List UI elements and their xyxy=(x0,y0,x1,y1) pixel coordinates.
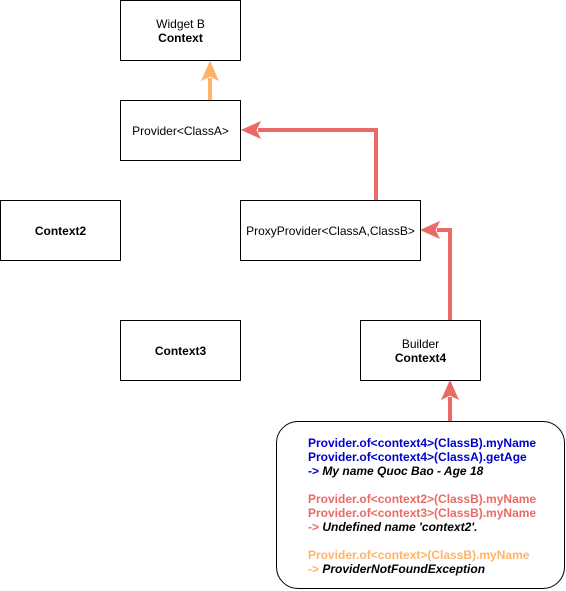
note-group-3-result: ProviderNotFoundException xyxy=(322,562,486,576)
node-provider: Provider<ClassA> xyxy=(120,100,241,161)
node-builder: Builder Context4 xyxy=(360,320,481,381)
note-group-1-result: My name Quoc Bao - Age 18 xyxy=(322,464,484,478)
context3-label: Context3 xyxy=(154,343,207,358)
note-group-2-line-1: Provider.of<context2>(ClassB).myName xyxy=(308,492,537,506)
note-group-3-arrow: -> xyxy=(308,562,320,576)
note-group-2-line-2: Provider.of<context3>(ClassB).myName xyxy=(308,506,537,520)
note-group-2-result: Undefined name 'context2'. xyxy=(322,520,478,534)
note-group-3: Provider.of<context>(ClassB).myName -> P… xyxy=(308,548,529,576)
arrowhead-proxy-provider xyxy=(419,220,441,240)
connector-builder-to-proxy xyxy=(437,228,452,320)
provider-label: Provider<ClassA> xyxy=(132,123,229,138)
arrowhead-widget-b xyxy=(200,60,220,82)
note-group-1: Provider.of<context4>(ClassB).myName Pro… xyxy=(308,436,536,478)
builder-title: Builder xyxy=(401,336,440,351)
note-group-2-arrow: -> xyxy=(308,520,320,534)
widget-b-context: Context xyxy=(158,30,203,45)
note-group-1-line-2: Provider.of<context4>(ClassA).getAge xyxy=(308,450,527,464)
arrowhead-builder xyxy=(440,379,460,401)
note-group-3-line-1: Provider.of<context>(ClassB).myName xyxy=(308,548,530,562)
note-box: Provider.of<context4>(ClassB).myName Pro… xyxy=(276,421,565,589)
node-context2: Context2 xyxy=(0,200,121,261)
node-context3: Context3 xyxy=(120,320,241,381)
note-group-2: Provider.of<context2>(ClassB).myName Pro… xyxy=(308,492,536,534)
proxy-provider-label: ProxyProvider<ClassA,ClassB> xyxy=(246,223,415,238)
node-widget-b: Widget B Context xyxy=(120,0,241,61)
builder-context: Context4 xyxy=(394,350,447,365)
node-proxy-provider: ProxyProvider<ClassA,ClassB> xyxy=(240,200,421,261)
connector-proxy-to-provider xyxy=(258,128,378,200)
widget-b-title: Widget B xyxy=(156,16,205,31)
context2-label: Context2 xyxy=(34,223,87,238)
arrowhead-provider xyxy=(240,120,262,140)
note-group-1-line-1: Provider.of<context4>(ClassB).myName xyxy=(308,436,537,450)
note-group-1-arrow: -> xyxy=(308,464,320,478)
